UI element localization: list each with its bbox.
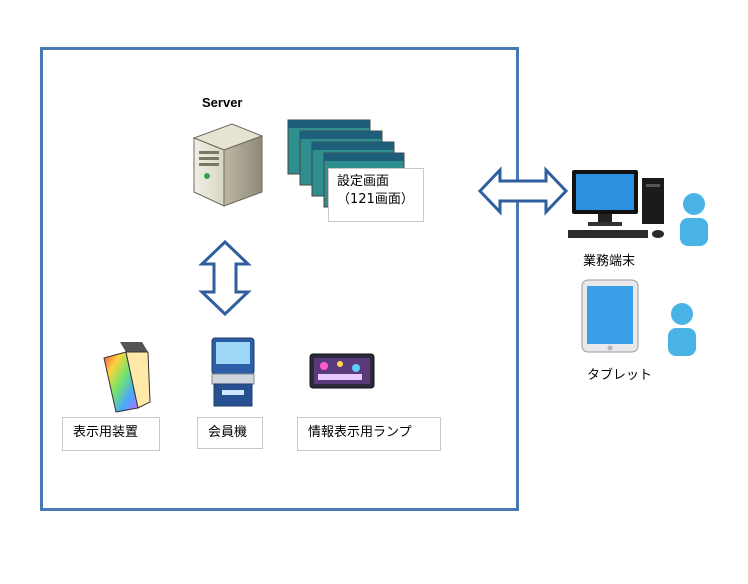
business-terminal-label: 業務端末 <box>583 254 636 269</box>
info-display-lamp-icon <box>309 353 375 389</box>
person-icon <box>668 303 696 356</box>
member-terminal-icon <box>211 337 255 407</box>
display-device-label: 表示用装置 <box>62 417 160 451</box>
server-label: Server <box>202 95 243 110</box>
info-display-lamp-label: 情報表示用ランプ <box>297 417 441 451</box>
settings-screen-label-box: 設定画面 （121画面） <box>328 168 424 222</box>
server-icon <box>192 123 264 207</box>
settings-screen-label-line1: 設定画面 <box>337 174 390 189</box>
member-terminal-label: 会員機 <box>197 417 263 449</box>
person-icon <box>680 193 708 246</box>
tablet-icon <box>581 279 639 353</box>
horizontal-double-arrow <box>477 166 569 216</box>
business-terminal-icon <box>568 170 664 238</box>
server-system-frame <box>40 47 519 511</box>
vertical-double-arrow <box>198 239 252 317</box>
settings-screen-label-line2: （121画面） <box>337 192 414 207</box>
display-device-icon <box>103 342 151 413</box>
tablet-label: タブレット <box>587 368 653 383</box>
